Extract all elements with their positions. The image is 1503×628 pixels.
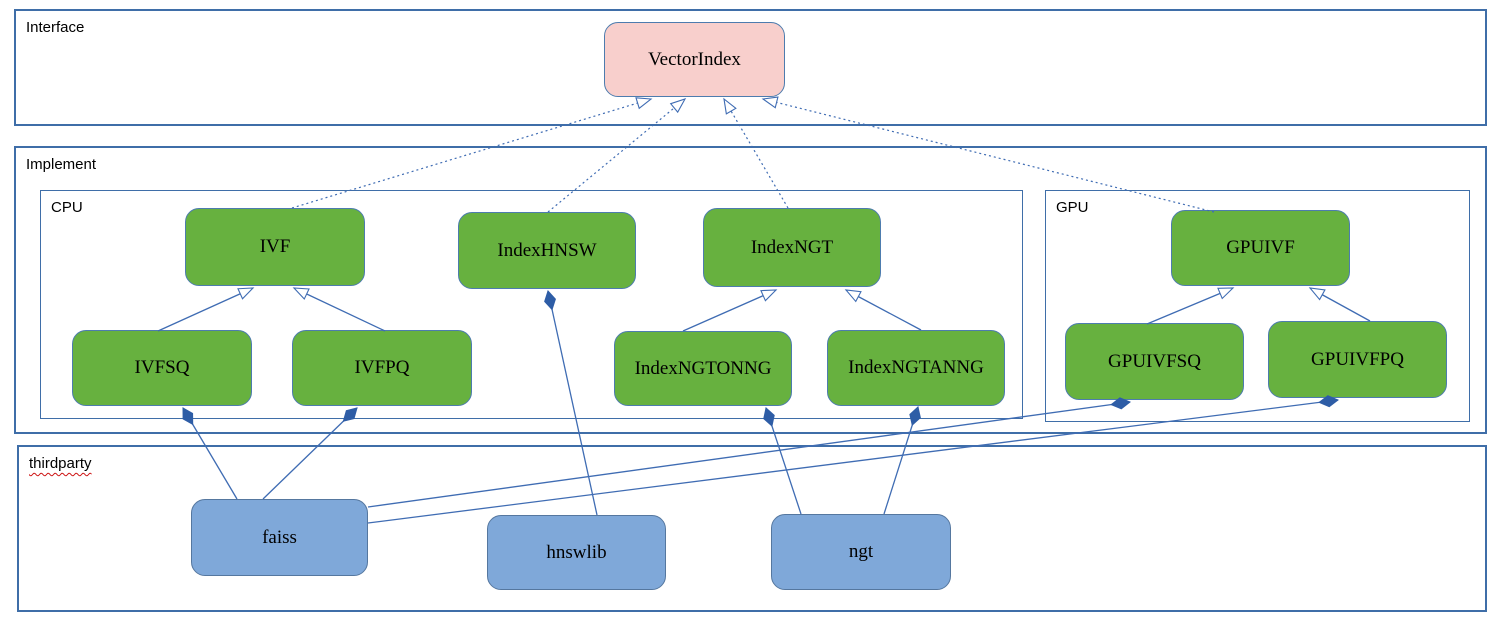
node-ivfsq[interactable]: IVFSQ <box>72 330 252 406</box>
node-ngt[interactable]: ngt <box>771 514 951 590</box>
node-faiss[interactable]: faiss <box>191 499 368 576</box>
interface-section-label: Interface <box>26 19 85 36</box>
node-faiss-label: faiss <box>262 526 297 548</box>
node-ivfsq-label: IVFSQ <box>134 357 190 378</box>
node-ivf[interactable]: IVF <box>185 208 365 286</box>
node-indexngtonng[interactable]: IndexNGTONNG <box>614 331 792 406</box>
node-indexngt[interactable]: IndexNGT <box>703 208 881 287</box>
node-vectorindex-label: VectorIndex <box>648 48 741 70</box>
node-gpuivfpq-label: GPUIVFPQ <box>1311 348 1404 370</box>
node-hnswlib-label: hnswlib <box>546 541 607 563</box>
node-gpuivf[interactable]: GPUIVF <box>1171 210 1350 286</box>
node-indexngtanng[interactable]: IndexNGTANNG <box>827 330 1005 406</box>
node-indexhnsw[interactable]: IndexHNSW <box>458 212 636 289</box>
thirdparty-section-label: thirdparty <box>29 455 92 472</box>
node-gpuivfpq[interactable]: GPUIVFPQ <box>1268 321 1447 398</box>
node-indexngt-label: IndexNGT <box>750 236 834 258</box>
node-gpuivfsq[interactable]: GPUIVFSQ <box>1065 323 1244 400</box>
node-gpuivf-label: GPUIVF <box>1226 237 1295 258</box>
node-vectorindex[interactable]: VectorIndex <box>604 22 785 97</box>
gpu-section-label: GPU <box>1056 199 1089 216</box>
node-ivf-label: IVF <box>259 236 291 257</box>
implement-section-label: Implement <box>26 156 97 173</box>
node-indexhnsw-label: IndexHNSW <box>497 239 597 261</box>
node-indexngtonng-label: IndexNGTONNG <box>634 357 772 379</box>
node-ivfpq[interactable]: IVFPQ <box>292 330 472 406</box>
cpu-section-label: CPU <box>51 199 83 216</box>
node-gpuivfsq-label: GPUIVFSQ <box>1108 350 1201 372</box>
node-ngt-label: ngt <box>848 541 874 562</box>
node-indexngtanng-label: IndexNGTANNG <box>848 357 984 378</box>
node-hnswlib[interactable]: hnswlib <box>487 515 666 590</box>
node-ivfpq-label: IVFPQ <box>354 357 410 378</box>
